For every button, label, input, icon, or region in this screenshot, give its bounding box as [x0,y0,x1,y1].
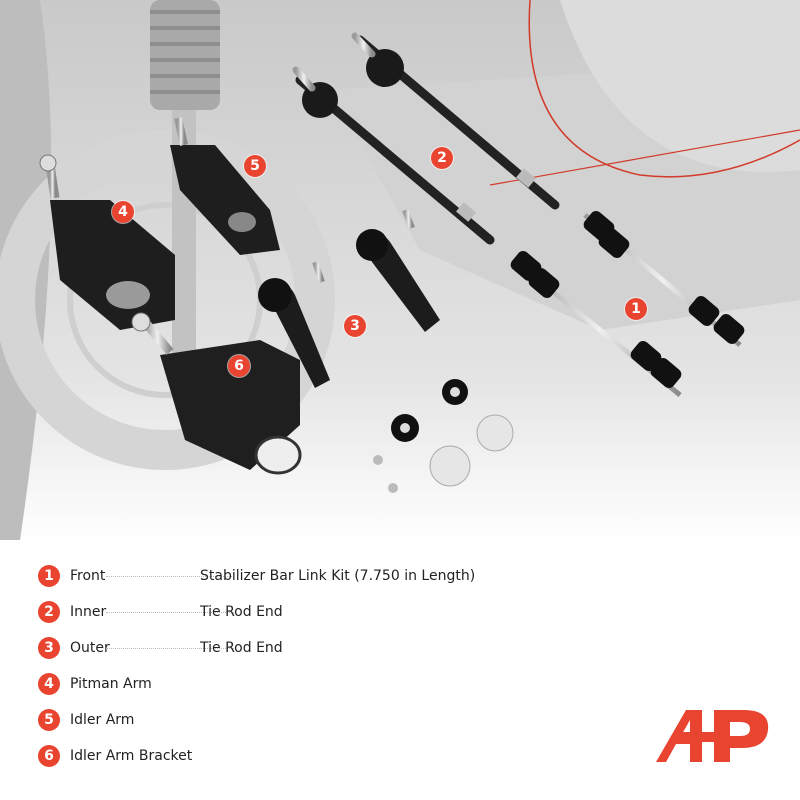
legend-part-name: Inner [70,604,107,620]
hardware-parts [373,379,514,493]
dotted-leader [106,648,234,649]
legend-part-name: Front [70,568,106,584]
inner-tie-rod-end-part [292,32,560,245]
idler-arm-bracket-part [131,312,302,475]
callout-badge-1: 1 [625,298,647,320]
dotted-leader [106,612,234,613]
legend-part-description: Tie Rod End [200,604,283,620]
callout-badge-2: 2 [431,147,453,169]
outer-tie-rod-end-part [258,208,440,388]
dotted-leader [106,576,234,577]
legend-part-name: Idler Arm [70,712,135,728]
product-scene: 1 2 3 4 5 6 [0,0,800,540]
legend-number-badge: 1 [38,565,60,587]
legend-number-badge: 2 [38,601,60,623]
red-accent-arc [528,0,800,178]
legend-number-badge: 5 [38,709,60,731]
callout-badge-3: 3 [344,315,366,337]
legend-item: 1 Front Stabilizer Bar Link Kit (7.750 i… [38,558,598,594]
callout-badge-5: 5 [244,155,266,177]
parts-legend: 1 Front Stabilizer Bar Link Kit (7.750 i… [38,558,598,774]
legend-part-description: Tie Rod End [200,640,283,656]
legend-item: 3 Outer Tie Rod End [38,630,598,666]
legend-item: 4 Pitman Arm [38,666,598,702]
callout-badge-4: 4 [112,201,134,223]
stabilizer-bar-link-part [510,211,745,397]
legend-part-name: Idler Arm Bracket [70,748,193,764]
legend-part-name: Pitman Arm [70,676,152,692]
legend-number-badge: 3 [38,637,60,659]
brake-rotor-shape [0,130,335,470]
idler-arm-part [170,117,280,255]
pitman-arm-part [39,154,175,330]
legend-part-description: Stabilizer Bar Link Kit (7.750 in Length… [200,568,476,584]
legend-number-badge: 4 [38,673,60,695]
scene-illustration [0,0,800,540]
legend-part-name: Outer [70,640,110,656]
callout-badge-6: 6 [228,355,250,377]
legend-item: 6 Idler Arm Bracket [38,738,598,774]
legend-number-badge: 6 [38,745,60,767]
ap-brand-logo-icon [656,710,769,762]
legend-item: 5 Idler Arm [38,702,598,738]
legend-item: 2 Inner Tie Rod End [38,594,598,630]
